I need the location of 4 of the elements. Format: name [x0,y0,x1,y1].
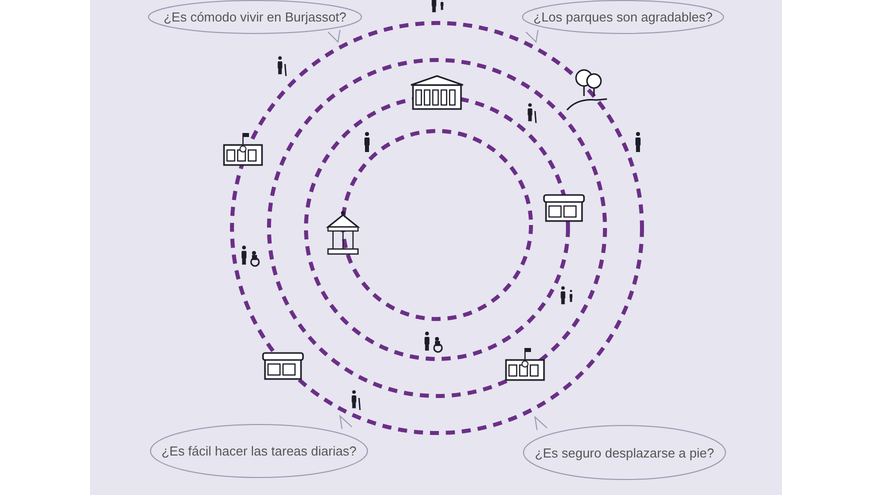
question-text: ¿Es fácil hacer las tareas diarias? [160,444,358,458]
question-text: ¿Es cómodo vivir en Burjassot? [162,10,348,24]
question-text: ¿Los parques son agradables? [532,10,714,24]
question-text: ¿Es seguro desplazarse a pie? [534,445,716,460]
